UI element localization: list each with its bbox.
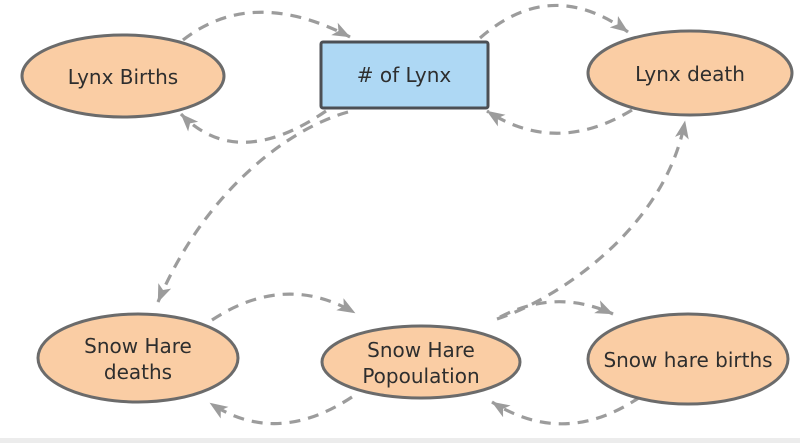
node-snow-hare-population-label-line2: Popoulation — [362, 364, 479, 388]
node-num-lynx-label: # of Lynx — [357, 63, 452, 87]
edge-num-lynx-to-lynx-births — [179, 109, 327, 144]
edge-snow-hare-population-to-lynx-death — [496, 120, 689, 321]
bottom-edge-strip — [0, 438, 800, 443]
edge-lynx-death-to-num-lynx — [486, 108, 633, 135]
edge-snow-hare-population-to-snow-hare-deaths — [209, 395, 353, 426]
node-snow-hare-births — [586, 312, 790, 406]
edge-snow-hare-deaths-to-snow-hare-population — [211, 292, 356, 322]
node-num-lynx — [319, 40, 490, 110]
node-lynx-births — [20, 33, 226, 119]
node-snow-hare-births-label: Snow hare births — [603, 348, 772, 372]
node-lynx-death-label: Lynx death — [635, 62, 745, 86]
edge-num-lynx-to-lynx-death — [478, 3, 629, 40]
edge-num-lynx-to-snow-hare-deaths — [156, 110, 349, 303]
node-lynx-births-label: Lynx Births — [68, 65, 178, 89]
node-lynx-death — [586, 29, 794, 117]
edge-snow-hare-births-to-snow-hare-population — [491, 395, 641, 426]
node-snow-hare-population — [320, 324, 522, 400]
edge-snow-hare-population-to-snow-hare-births — [499, 300, 614, 319]
edge-lynx-births-to-num-lynx — [182, 10, 351, 42]
node-snow-hare-deaths-label-line1: Snow Hare — [84, 334, 192, 358]
node-snow-hare-population-label-line1: Snow Hare — [367, 338, 475, 362]
node-snow-hare-deaths-label-line2: deaths — [104, 360, 172, 384]
node-snow-hare-deaths — [36, 312, 240, 404]
